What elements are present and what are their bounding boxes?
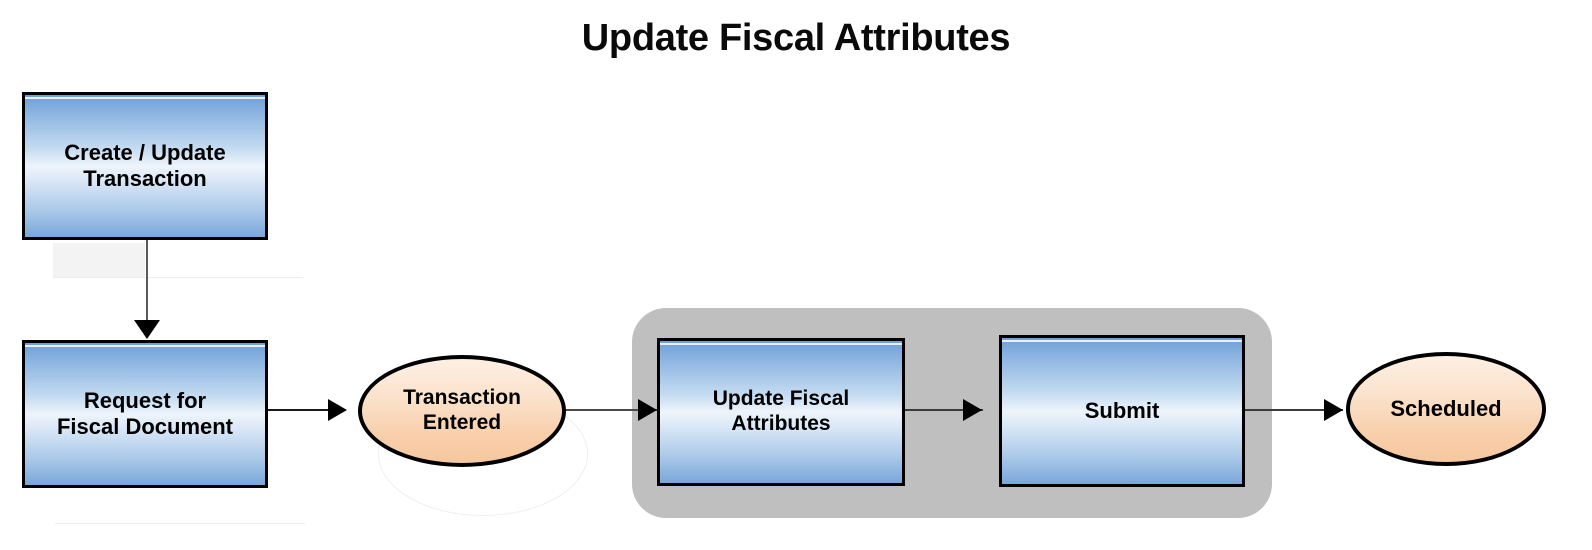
node-transaction-entered[interactable]: Transaction Entered [358,355,566,467]
box-highlight-line [25,345,265,347]
node-label-scheduled: Scheduled [1390,396,1502,422]
node-label-request-for-fiscal-document: Request for Fiscal Document [56,388,234,439]
edge-create-to-request-arrowhead [134,320,160,339]
edge-transaction-entered-to-update-fiscal-line [566,409,661,411]
edge-request-to-transaction-entered-line [268,409,343,411]
node-label-transaction-entered: Transaction Entered [403,386,521,434]
node-request-for-fiscal-document[interactable]: Request for Fiscal Document [22,340,268,488]
edge-create-to-request-line [146,240,148,326]
box-highlight-line [660,343,902,345]
node-create-update-transaction[interactable]: Create / Update Transaction [22,92,268,240]
node-label-update-fiscal-attributes: Update Fiscal Attributes [712,387,850,435]
background-artifact-rect [53,243,145,277]
background-artifact-line-bottom [55,523,305,524]
node-submit[interactable]: Submit [999,335,1245,487]
node-label-create-update-transaction: Create / Update Transaction [64,140,226,191]
edge-request-to-transaction-entered-arrowhead [328,399,347,421]
box-highlight-line [1002,340,1242,342]
edge-submit-to-scheduled-arrowhead [1324,399,1343,421]
edge-update-fiscal-to-submit-line [905,409,983,411]
page-title: Update Fiscal Attributes [581,17,1011,59]
node-label-submit: Submit [1084,398,1160,424]
node-update-fiscal-attributes[interactable]: Update Fiscal Attributes [657,338,905,486]
edge-submit-to-scheduled-line [1245,409,1343,411]
edge-transaction-entered-to-update-fiscal-arrowhead [638,399,657,421]
box-highlight-line [25,97,265,99]
background-artifact-line-top [53,277,303,278]
node-scheduled[interactable]: Scheduled [1346,352,1546,466]
edge-update-fiscal-to-submit-arrowhead [963,399,982,421]
